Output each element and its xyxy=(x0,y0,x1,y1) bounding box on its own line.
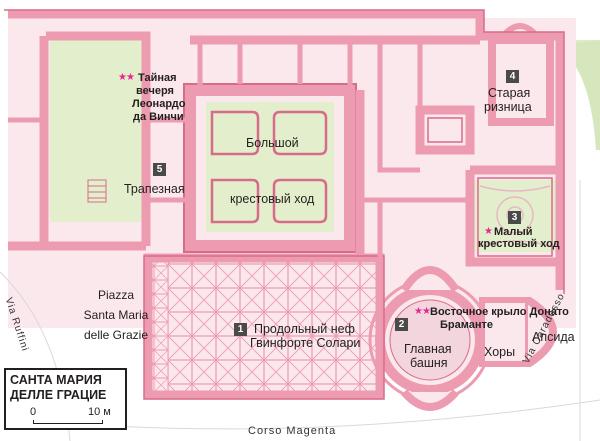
tower-label-1: Главная xyxy=(404,342,452,356)
great-cloister-courtyard xyxy=(206,102,334,232)
nave-label-2: Гвинфорте Солари xyxy=(250,336,361,350)
apse-label: Апсида xyxy=(532,330,575,344)
nave-vaults xyxy=(144,262,380,392)
apse xyxy=(525,296,557,368)
scale-start: 0 xyxy=(30,406,37,418)
nave-label-1: Продольный неф xyxy=(254,322,355,336)
east-wing-label-1: Восточное крыло Донато xyxy=(430,306,569,318)
small-cloister-label-2: крестовый ход xyxy=(478,238,560,250)
piazza-label-1: Piazza xyxy=(97,288,135,302)
east-wing-label-2: Браманте xyxy=(440,319,494,331)
old-sacristy-label-2: ризница xyxy=(484,100,532,114)
old-sacristy-label-1: Старая xyxy=(488,86,531,100)
great-cloister-label-1: Большой xyxy=(246,136,299,150)
piazza-label-2: Santa Maria xyxy=(83,308,149,322)
marker-5: 5 xyxy=(153,163,166,176)
marker-4: 4 xyxy=(506,70,519,83)
last-supper-label-4: да Винчи xyxy=(133,111,184,123)
choir-label: Хоры xyxy=(484,345,516,359)
last-supper-label-2: вечеря xyxy=(136,85,174,97)
tower-label-2: башня xyxy=(410,356,448,370)
street-corso-magenta: Corso Magenta xyxy=(248,425,337,437)
stars-last-supper: ★★ xyxy=(118,72,135,83)
scale-bar xyxy=(33,420,103,424)
refectory-label: Трапезная xyxy=(124,182,185,196)
small-cloister-label-1: Малый xyxy=(494,226,533,238)
marker-1: 1 xyxy=(234,323,247,336)
stars-east-wing: ★★ xyxy=(414,306,431,317)
marker-3: 3 xyxy=(508,211,521,224)
legend-title-line1: САНТА МАРИЯ xyxy=(10,373,102,387)
last-supper-label-3: Леонардо xyxy=(132,98,186,110)
legend-title-line2: ДЕЛЛЕ ГРАЦИЕ xyxy=(10,388,107,402)
last-supper-label-1: Тайная xyxy=(138,72,177,84)
legend: САНТА МАРИЯ ДЕЛЛЕ ГРАЦИЕ 0 10 м xyxy=(4,368,127,430)
marker-2: 2 xyxy=(395,318,408,331)
piazza-label-3: delle Grazie xyxy=(83,328,149,342)
scale-end: 10 м xyxy=(88,406,111,418)
star-small-cloister: ★ xyxy=(484,226,493,237)
great-cloister-label-2: крестовый ход xyxy=(230,192,315,206)
